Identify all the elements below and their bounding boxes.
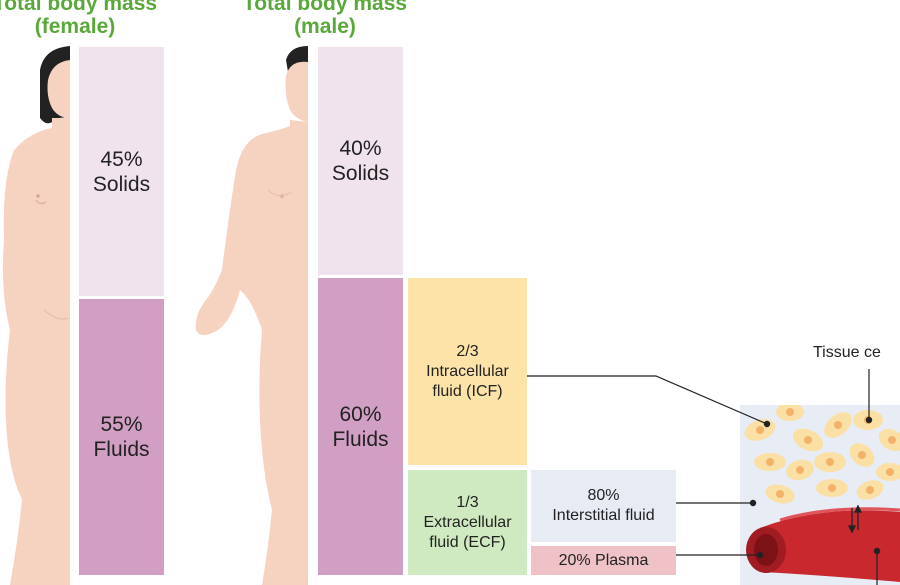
- icf-box: 2/3 Intracellular fluid (ICF): [408, 278, 527, 465]
- tissue-cells: [744, 405, 900, 582]
- icf-line2: fluid (ICF): [432, 382, 503, 400]
- male-solids-label: Solids: [331, 162, 390, 185]
- interstitial-label: Interstitial fluid: [552, 507, 655, 524]
- male-title: Total body mass (male): [220, 0, 430, 38]
- icf-fraction: 2/3: [456, 342, 479, 360]
- male-title-line2: (male): [294, 15, 356, 38]
- ecf-box: 1/3 Extracellular fluid (ECF): [408, 470, 527, 575]
- female-solids-bar: 45% Solids: [79, 47, 164, 296]
- male-title-line1: Total body mass: [242, 0, 408, 15]
- ecf-line1: Extracellular: [423, 513, 512, 531]
- female-fluids-pct: 55%: [100, 413, 143, 436]
- interstitial-pct: 80%: [587, 487, 620, 504]
- tissue-cells-label: Tissue ce: [813, 344, 881, 361]
- ecf-line2: fluid (ECF): [429, 533, 506, 551]
- exchange-arrows-icon: [847, 504, 863, 534]
- male-fluids-pct: 60%: [339, 402, 382, 426]
- female-fluids-label: Fluids: [93, 438, 150, 461]
- plasma-label: 20% Plasma: [558, 551, 649, 569]
- female-fluids-bar: 55% Fluids: [79, 299, 164, 575]
- female-solids-label: Solids: [92, 172, 151, 196]
- female-title-line2: (female): [34, 15, 116, 38]
- male-solids-bar: 40% Solids: [318, 47, 403, 275]
- blood-vessel: [760, 510, 900, 582]
- icf-line1: Intracellular: [426, 362, 509, 380]
- female-title: Total body mass (female): [0, 0, 180, 38]
- male-fluids-bar: 60% Fluids: [318, 278, 403, 575]
- male-solids-pct: 40%: [339, 137, 382, 160]
- male-fluids-label: Fluids: [332, 427, 389, 451]
- interstitial-box: 80% Interstitial fluid: [531, 470, 676, 542]
- female-title-line1: Total body mass: [0, 0, 158, 15]
- ecf-fraction: 1/3: [456, 493, 479, 511]
- plasma-box: 20% Plasma: [531, 546, 676, 575]
- female-solids-pct: 45%: [100, 147, 143, 171]
